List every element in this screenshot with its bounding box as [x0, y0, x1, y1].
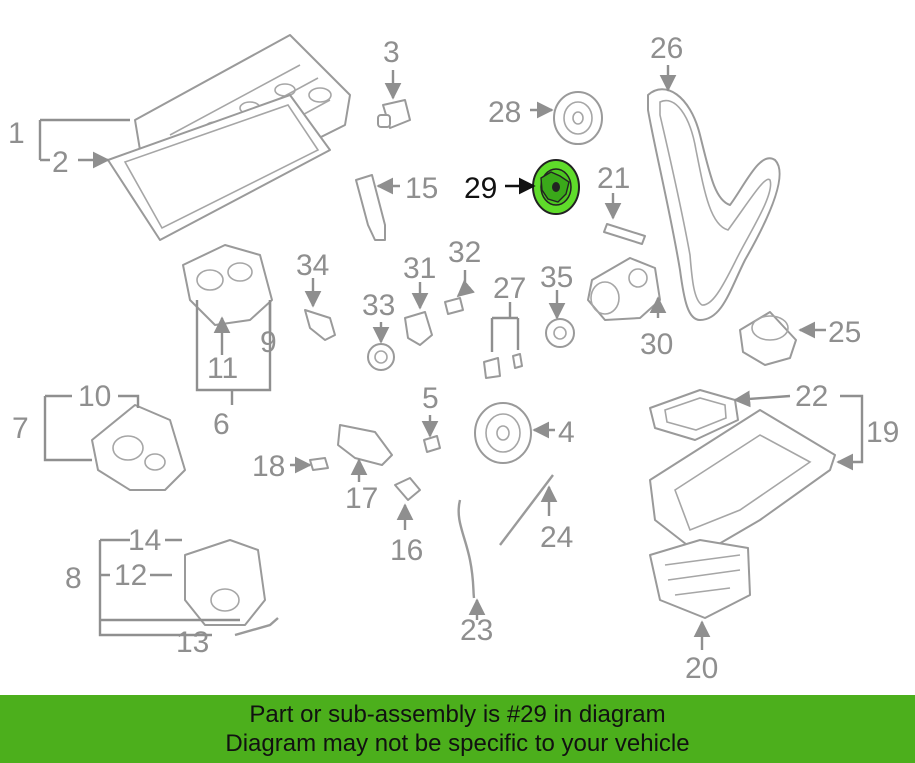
callout-33: 33 — [362, 289, 395, 322]
oil-pump-8-drawing — [184, 539, 266, 626]
timing-cover-9-drawing — [182, 244, 273, 326]
oil-pan-19-drawing — [649, 409, 836, 556]
timing-belt-drawing — [647, 88, 781, 321]
callout-2: 2 — [52, 146, 69, 179]
callout-25: 25 — [828, 316, 861, 349]
callout-8: 8 — [65, 562, 82, 595]
idler-33-drawing — [367, 343, 395, 371]
callout-27: 27 — [493, 272, 526, 305]
bolt-34-drawing — [304, 309, 336, 341]
crank-pulley-4-drawing — [474, 402, 532, 464]
sensor-18-drawing — [309, 457, 329, 471]
callout-24: 24 — [540, 521, 573, 554]
plug-16-drawing — [394, 477, 421, 501]
callout-15: 15 — [405, 172, 438, 205]
callout-labels: 1 2 3 28 29 26 15 21 34 31 32 27 35 33 9… — [8, 32, 899, 685]
gasket-13-drawing — [234, 617, 279, 637]
callout-12: 12 — [114, 559, 147, 592]
callout-13: 13 — [176, 626, 209, 659]
oil-pan-gasket-22-drawing — [649, 389, 739, 441]
timing-cover-10-drawing — [91, 404, 186, 491]
exploded-parts-diagram: 1 2 3 28 29 26 15 21 34 31 32 27 35 33 9… — [8, 32, 899, 685]
oil-filter-25-drawing — [739, 311, 797, 366]
callout-21: 21 — [597, 162, 630, 195]
callout-22: 22 — [795, 380, 828, 413]
water-pump-30-drawing — [587, 257, 661, 321]
bolt-3-drawing — [377, 99, 411, 129]
callout-30: 30 — [640, 328, 673, 361]
pin-21-drawing — [603, 223, 646, 245]
leader-lines — [38, 65, 864, 650]
cam-gear-28-drawing — [553, 91, 603, 145]
bolt-15-drawing — [355, 174, 386, 241]
bolt-32-drawing — [444, 297, 464, 315]
callout-5: 5 — [422, 382, 439, 415]
valve-cover-gasket-drawing — [107, 94, 331, 241]
callout-7: 7 — [12, 412, 29, 445]
callout-1: 1 — [8, 117, 25, 150]
baffle-20-drawing — [649, 539, 751, 619]
callout-29-highlighted: 29 — [464, 172, 497, 205]
banner-part-line: Part or sub-assembly is #29 in diagram — [249, 701, 666, 728]
tensioner-31-drawing — [404, 311, 433, 346]
callout-10: 10 — [78, 380, 111, 413]
highlight-info-banner: Part or sub-assembly is #29 in diagram D… — [0, 695, 915, 763]
callout-28: 28 — [488, 96, 521, 129]
callout-20: 20 — [685, 652, 718, 685]
callout-31: 31 — [403, 252, 436, 285]
spacers-27-drawing — [483, 353, 523, 379]
cam-gear-29-highlighted-drawing — [532, 159, 580, 215]
dipstick-tube-23-drawing — [457, 499, 476, 599]
callout-18: 18 — [252, 450, 285, 483]
callout-26: 26 — [650, 32, 683, 65]
callout-32: 32 — [448, 236, 481, 269]
banner-disclaimer-line: Diagram may not be specific to your vehi… — [225, 730, 690, 757]
bracket-17-drawing — [337, 424, 393, 466]
callout-11: 11 — [207, 352, 238, 385]
callout-19: 19 — [866, 416, 899, 449]
callout-14: 14 — [128, 524, 161, 557]
bearing-35-drawing — [545, 318, 575, 348]
callout-9: 9 — [260, 326, 277, 359]
callout-6: 6 — [213, 408, 230, 441]
callout-4: 4 — [558, 416, 575, 449]
callout-17: 17 — [345, 482, 378, 515]
callout-3: 3 — [383, 36, 400, 69]
callout-35: 35 — [540, 261, 573, 294]
bolt-5-drawing — [423, 435, 441, 453]
callout-34: 34 — [296, 249, 329, 282]
callout-23: 23 — [460, 614, 493, 647]
callout-16: 16 — [390, 534, 423, 567]
